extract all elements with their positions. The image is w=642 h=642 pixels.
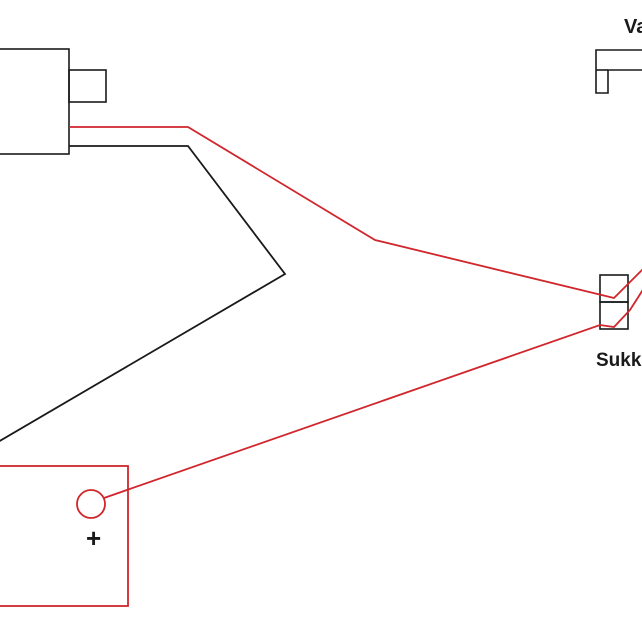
device-body — [0, 48, 70, 155]
red-wire-device-to-switch — [69, 126, 642, 299]
battery-body — [0, 465, 129, 607]
red-wire-battery-to-switch — [103, 289, 642, 499]
battery-positive-terminal — [76, 489, 106, 519]
wires — [0, 126, 642, 499]
top-right-bracket — [595, 49, 642, 94]
top-right-component: Va — [595, 16, 642, 94]
black-wire-device-to-ground — [0, 145, 287, 442]
top-right-label: Va — [624, 16, 642, 38]
device-unit — [0, 48, 107, 155]
battery-positive-sign: + — [86, 523, 101, 553]
battery-unit: + — [0, 465, 129, 607]
switch-unit: Sukk — [596, 274, 642, 371]
switch-label: Sukk — [596, 350, 642, 371]
device-connector-tab — [68, 69, 107, 103]
switch-lower-contact — [599, 301, 629, 330]
